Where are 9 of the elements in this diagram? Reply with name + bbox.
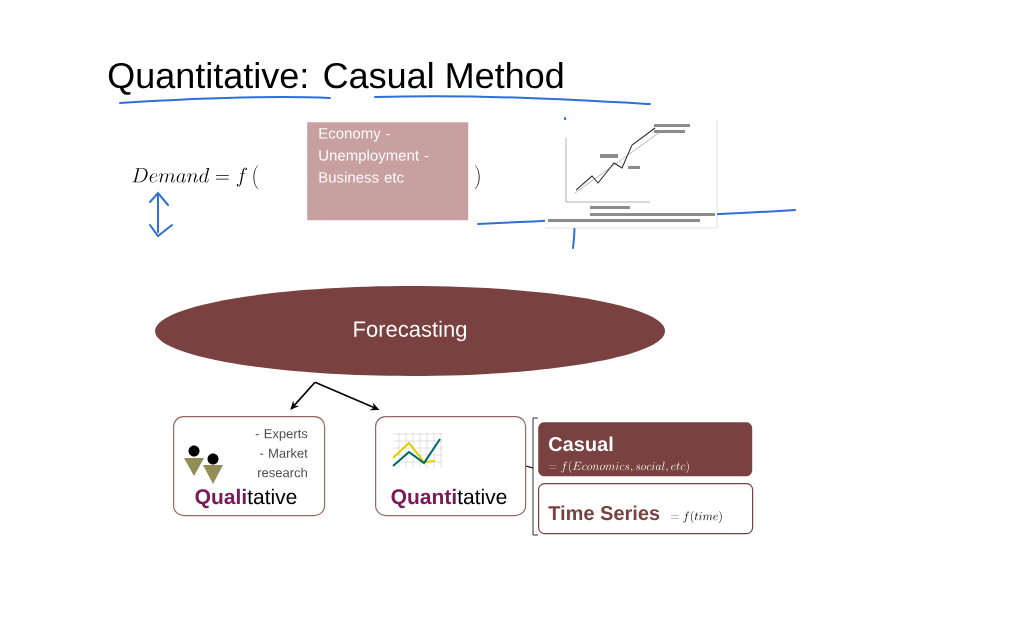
category-box: - Experts - Market research Qualitative <box>173 416 326 517</box>
arrow <box>290 381 316 410</box>
factor-box: Economy - Unemployment - Business etc <box>307 122 469 221</box>
formula: $Demand = f\,\Bigg($ <box>132 165 259 190</box>
method-box: Casual $= f(Economics, social, etc)$ <box>538 422 753 477</box>
category-box: Quantitative <box>375 416 527 517</box>
bracket-connector <box>525 465 539 536</box>
title: Quantitative: Casual Method <box>108 61 563 95</box>
method-box: Time Series $= f(time)$ <box>538 483 754 535</box>
